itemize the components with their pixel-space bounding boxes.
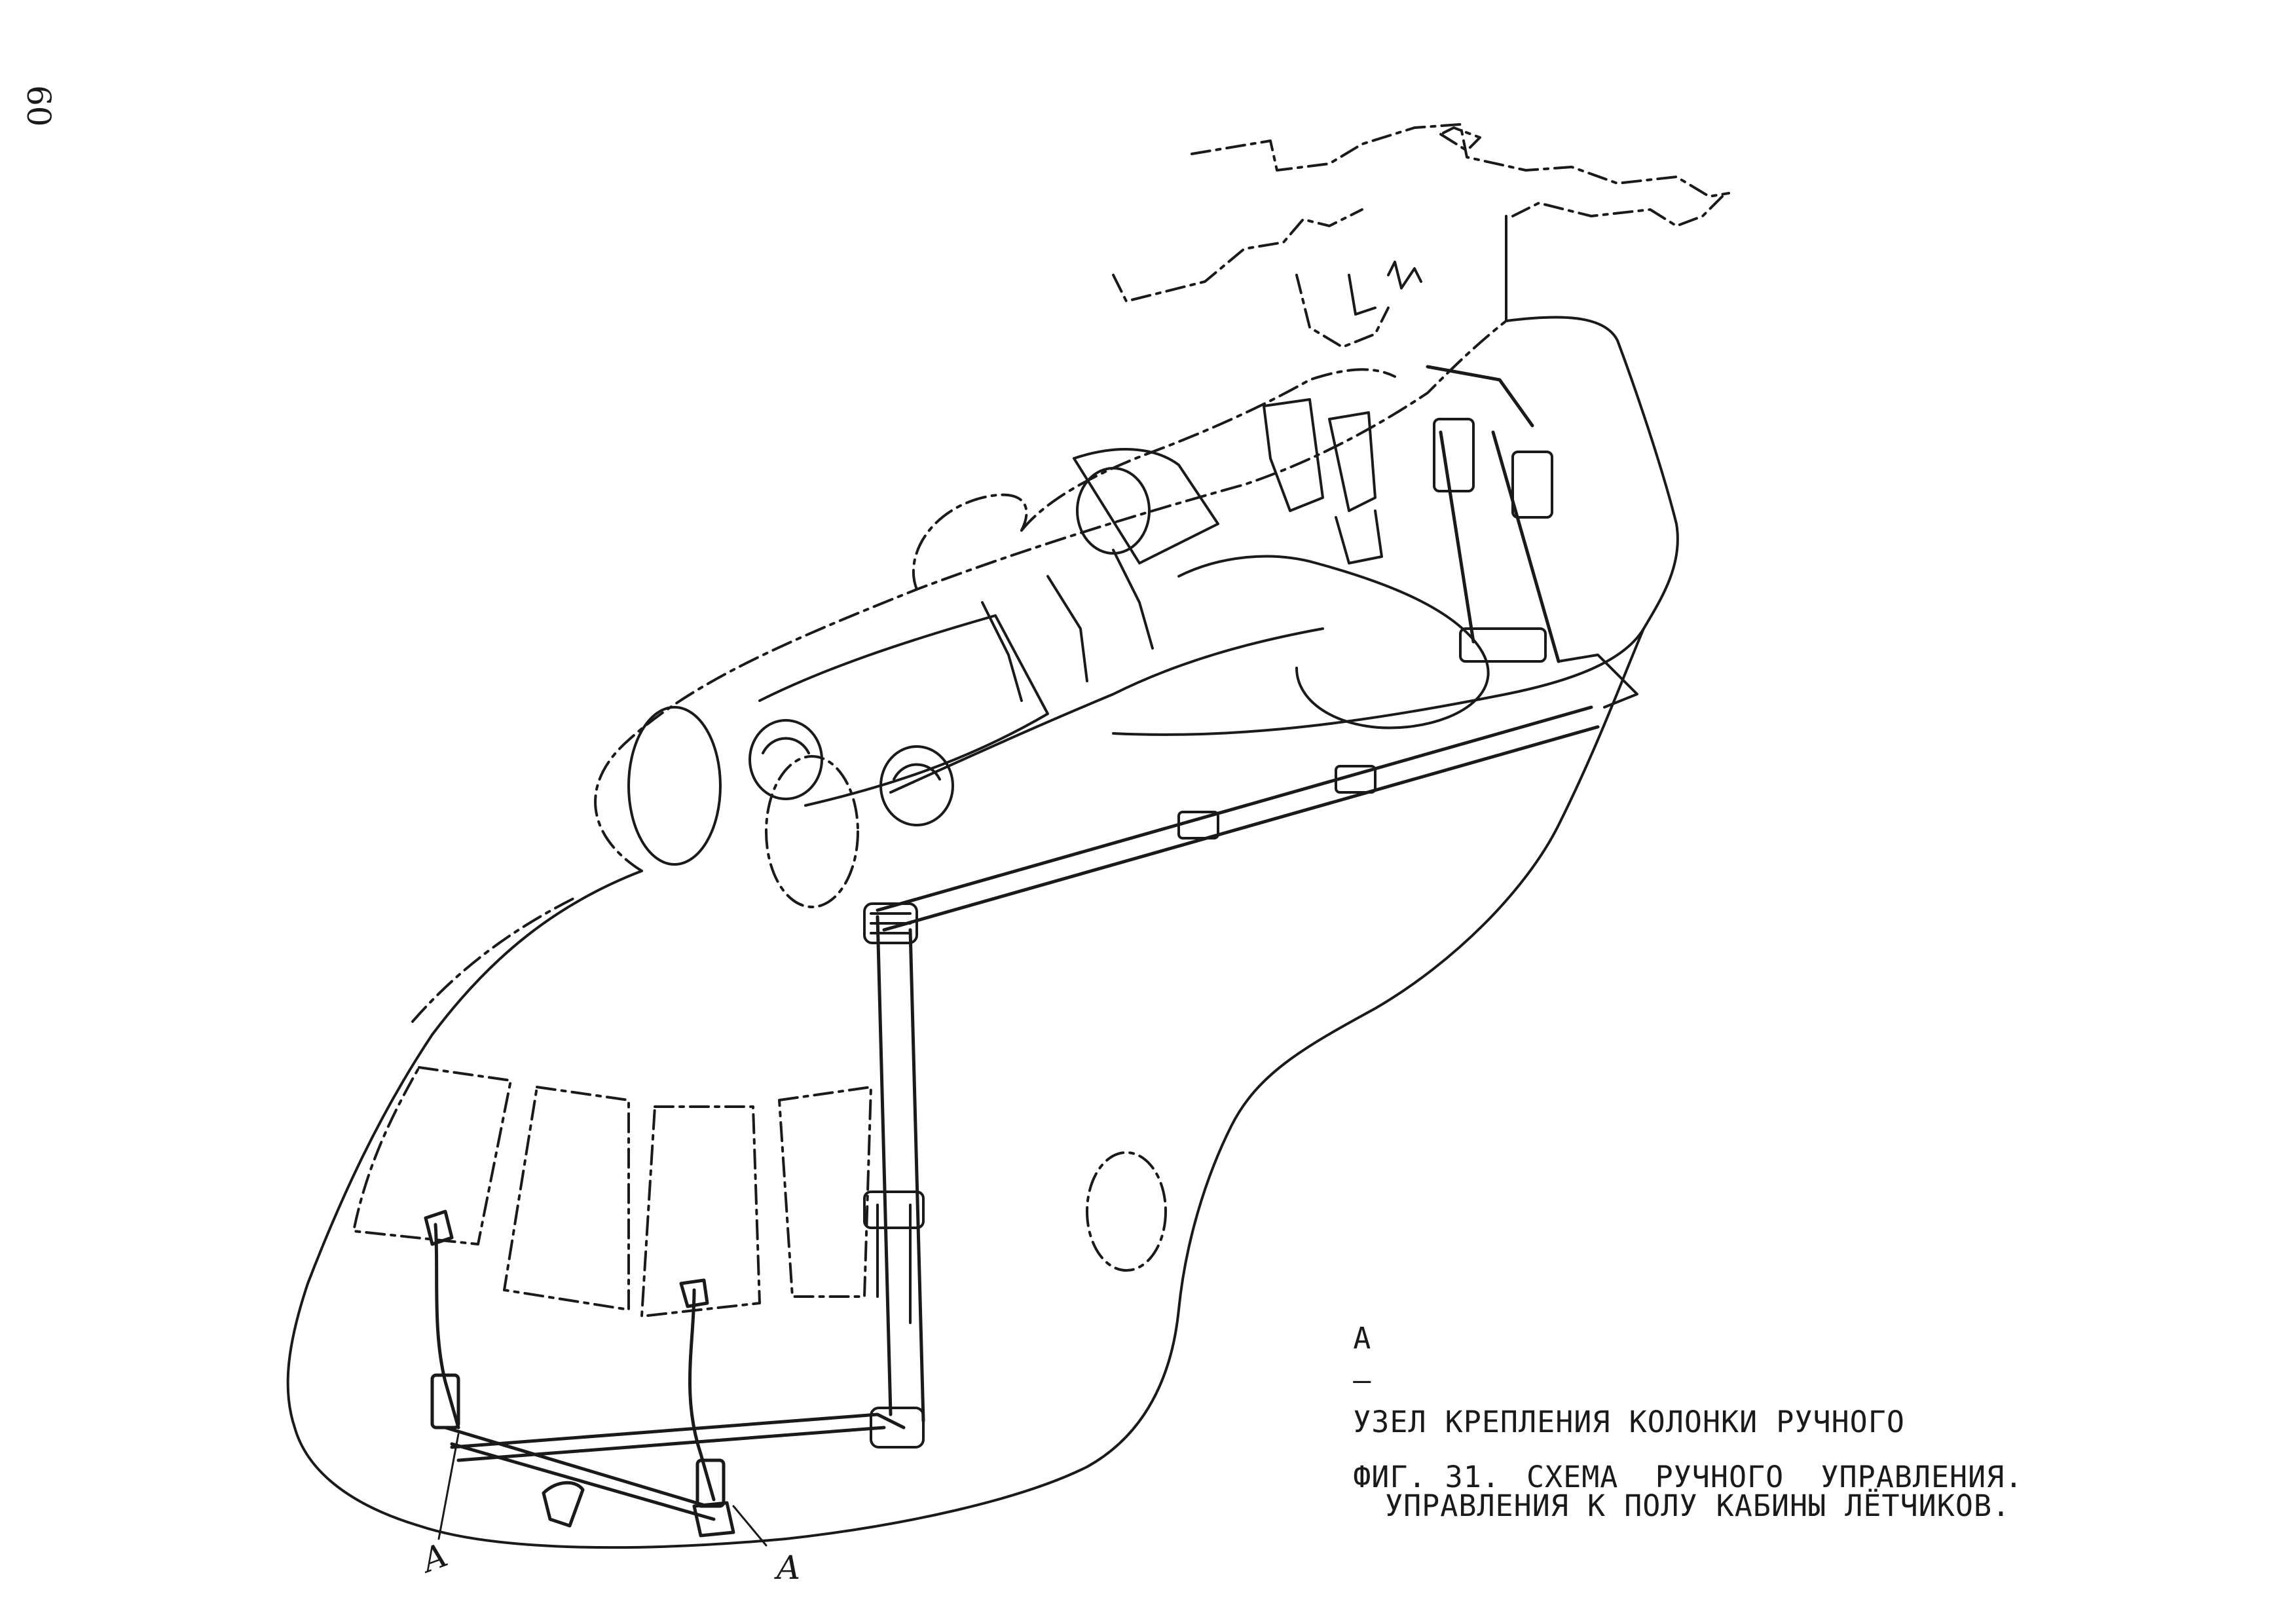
callout-line1: УЗЕЛ КРЕПЛЕНИЯ КОЛОНКИ РУЧНОГО (1353, 1405, 1905, 1439)
engines (627, 398, 1490, 908)
figure-title: СХЕМА РУЧНОГО УПРАВЛЕНИЯ. (1526, 1460, 2024, 1494)
leader-lines (437, 1433, 767, 1547)
engine-cowling-outline (411, 320, 1507, 1023)
figure-number: ФИГ. 31. (1353, 1460, 1500, 1494)
callout-legend: А – УЗЕЛ КРЕПЛЕНИЯ КОЛОНКИ РУЧНОГО УПРАВ… (1316, 1276, 2010, 1569)
callout-letter: А (1353, 1321, 1372, 1356)
control-rods (443, 365, 1600, 1521)
callout-line2: УПРАВЛЕНИЯ К ПОЛУ КАБИНЫ ЛЁТЧИКОВ. (1385, 1488, 2011, 1523)
callout-dash: – (1353, 1363, 1372, 1397)
rotor-head (1112, 123, 1730, 348)
cyclic-sticks (424, 1209, 735, 1538)
rotor-mast (1348, 215, 1507, 322)
label-a-right: А (776, 1549, 801, 1587)
control-fittings (863, 418, 1638, 1449)
figure-caption: ФИГ. 31. СХЕМА РУЧНОГО УПРАВЛЕНИЯ. (1316, 1414, 2049, 1498)
cockpit-windows (352, 1066, 1167, 1318)
